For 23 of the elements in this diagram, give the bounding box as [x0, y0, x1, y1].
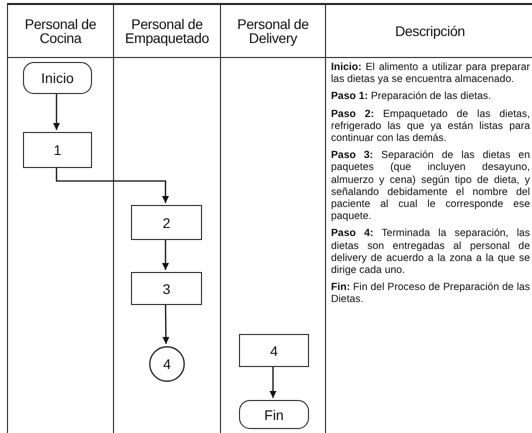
- lane-title: Personal de Delivery: [236, 17, 310, 45]
- arrow: [162, 303, 170, 344]
- swimlane: [7, 3, 114, 433]
- description-text: Paso 4: Terminada la separación, las dietas son entregadas al personal de delivery de acuerdo a la zona a la que se dirige cada uno.: [331, 228, 530, 278]
- description-text: Inicio: El alimento a utilizar para preparar las dietas ya se encuentra almacenado.: [331, 62, 530, 86]
- arrow: [53, 92, 60, 130]
- process-box: 1: [23, 132, 92, 168]
- process-box: 2: [131, 205, 202, 240]
- description-text: Paso 3: Separación de las dietas en paquetes (que incluyen desayuno, almuerzo y cena) según tipo de dieta, y señalando debidamente el nombre del paciente al cual le corresponde ese paquete.: [331, 150, 530, 224]
- arrow: [270, 365, 276, 398]
- terminal-box: Inicio: [23, 62, 92, 94]
- arrow: [56, 166, 169, 203]
- description-text: Fin: Fin del Proceso de Preparación de las Dietas.: [331, 282, 530, 307]
- process-box: 3: [131, 272, 202, 305]
- connector-circle: 4: [149, 346, 185, 382]
- process-box: 4: [239, 334, 309, 367]
- arrow: [162, 238, 169, 270]
- description-text: Paso 2: Empaquetado de las dietas, refrigerado las que ya están listas para continuar con las demás.: [331, 108, 530, 146]
- description-text: Paso 1: Preparación de las dietas.: [331, 91, 492, 104]
- lane-title: Personal de Cocina: [24, 17, 98, 45]
- column-header: Descripción: [395, 24, 465, 38]
- lane-title: Personal de Empaquetado: [124, 17, 210, 45]
- terminal-box: Fin: [239, 400, 309, 429]
